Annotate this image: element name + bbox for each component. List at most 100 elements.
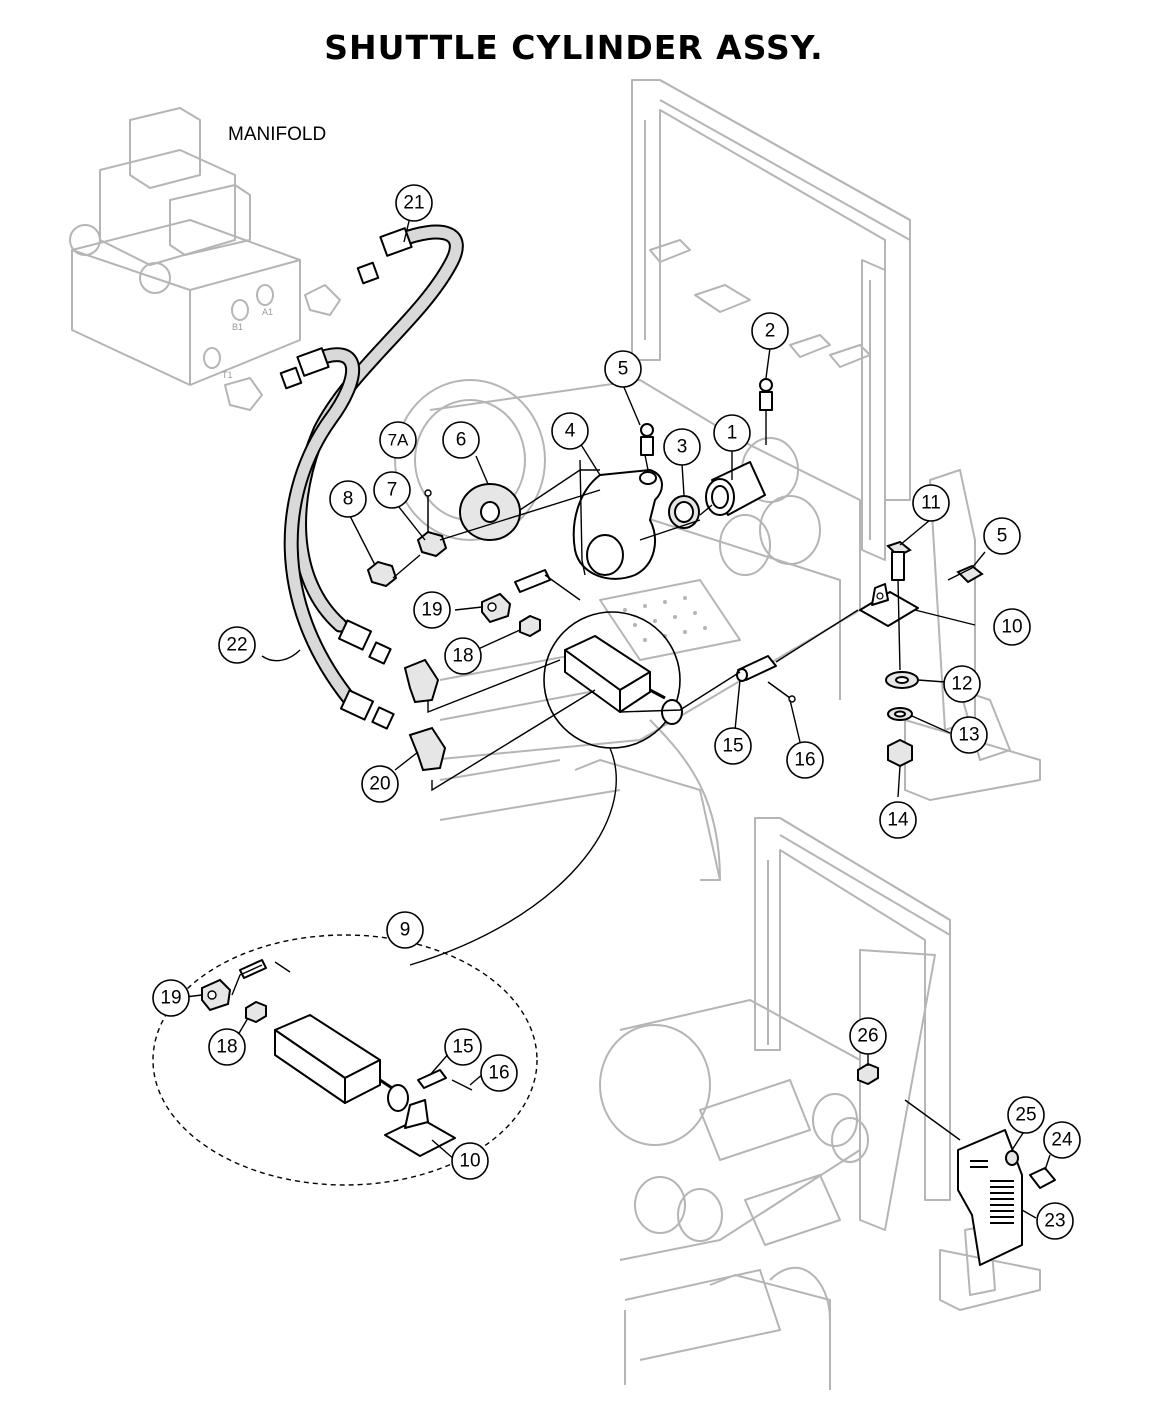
svg-text:21: 21 — [403, 193, 424, 214]
washer-part-6 — [459, 483, 521, 541]
svg-text:5: 5 — [618, 359, 629, 380]
callout-13: 13 — [950, 716, 988, 754]
svg-text:14: 14 — [887, 810, 909, 831]
jam-nut-part-18 — [519, 614, 541, 638]
callout-18-detail: 18 — [208, 1028, 246, 1066]
svg-text:1: 1 — [727, 423, 738, 444]
cotter-pin-part-16 — [767, 681, 796, 703]
svg-text:24: 24 — [1051, 1130, 1073, 1151]
svg-text:11: 11 — [921, 493, 941, 514]
callout-12: 12 — [943, 665, 981, 703]
diagram-title: SHUTTLE CYLINDER ASSY. — [324, 28, 824, 67]
svg-text:15: 15 — [452, 1037, 473, 1058]
callout-24: 24 — [1043, 1121, 1081, 1159]
bushing-part-1 — [705, 461, 766, 516]
svg-text:18: 18 — [452, 646, 473, 667]
hose-22 — [279, 347, 395, 730]
machine-frame-lower — [599, 817, 1041, 1390]
guard-part-23 — [957, 1129, 1023, 1266]
svg-text:10: 10 — [459, 1151, 480, 1172]
svg-text:15: 15 — [722, 736, 743, 757]
svg-text:9: 9 — [400, 920, 411, 941]
detail-pin-15 — [417, 1069, 473, 1091]
callout-10-detail: 10 — [451, 1142, 489, 1180]
svg-text:5: 5 — [997, 526, 1008, 547]
crank-arm-part-4 — [572, 469, 663, 580]
svg-text:6: 6 — [456, 430, 467, 451]
svg-text:22: 22 — [226, 635, 247, 656]
callout-16-detail: 16 — [480, 1054, 518, 1092]
callout-11: 11 — [912, 484, 950, 522]
detail-view-parts — [184, 959, 485, 1161]
detail-jam-nut-18 — [245, 1000, 267, 1024]
svg-text:4: 4 — [565, 421, 576, 442]
rod-end-part-19 — [481, 592, 512, 624]
grease-fitting-part-5-right — [956, 564, 984, 584]
svg-text:19: 19 — [160, 988, 181, 1009]
callout-4: 4 — [551, 412, 589, 450]
detail-bracket-10 — [384, 1099, 456, 1157]
shuttle-cylinder — [564, 635, 683, 725]
callout-21: 21 — [395, 184, 433, 222]
callout-19-detail: 19 — [152, 979, 190, 1017]
manifold-block: B1 A1 T1 — [69, 107, 341, 411]
svg-text:8: 8 — [343, 489, 354, 510]
callout-14: 14 — [879, 801, 917, 839]
svg-text:3: 3 — [677, 437, 688, 458]
callout-16-upper: 16 — [786, 741, 824, 779]
callout-20: 20 — [361, 765, 399, 803]
svg-text:7A: 7A — [388, 431, 409, 450]
detail-cylinder — [274, 1014, 409, 1112]
bolt-part-24 — [1029, 1167, 1056, 1189]
elbow-fitting-upper — [403, 658, 440, 704]
washer-part-25 — [1005, 1150, 1019, 1166]
nut-part-8 — [366, 560, 398, 588]
detail-pin-upper — [239, 959, 291, 979]
callout-5-right: 5 — [983, 517, 1021, 555]
svg-text:16: 16 — [794, 750, 815, 771]
assembly-lines — [261, 216, 986, 966]
callout-19-upper: 19 — [413, 591, 451, 629]
mount-bracket-part-10 — [859, 583, 919, 627]
machine-frame-upper — [394, 79, 1041, 881]
grease-fitting-part-5 — [640, 423, 654, 456]
detail-circle — [543, 611, 681, 749]
svg-text:26: 26 — [857, 1026, 878, 1047]
callout-7: 7 — [373, 471, 411, 509]
callout-3: 3 — [663, 428, 701, 466]
detail-rod-end-19 — [201, 978, 232, 1012]
callout-7a: 7A — [379, 421, 417, 459]
callout-8: 8 — [329, 480, 367, 518]
svg-text:7: 7 — [387, 480, 398, 501]
callout-2: 2 — [751, 312, 789, 350]
svg-text:2: 2 — [765, 321, 776, 342]
callout-9: 9 — [386, 911, 424, 949]
callout-6: 6 — [442, 421, 480, 459]
svg-text:16: 16 — [488, 1063, 509, 1084]
svg-text:12: 12 — [951, 674, 972, 695]
svg-text:23: 23 — [1044, 1211, 1065, 1232]
nut-part-14 — [887, 738, 913, 768]
svg-text:19: 19 — [421, 600, 442, 621]
svg-text:18: 18 — [216, 1037, 237, 1058]
port-t1-label: T1 — [222, 370, 233, 380]
callout-26: 26 — [849, 1017, 887, 1055]
svg-text:13: 13 — [958, 725, 979, 746]
svg-text:10: 10 — [1001, 617, 1022, 638]
grease-fitting-part-2 — [759, 378, 773, 411]
detail-view-outline — [152, 934, 538, 1186]
port-b1-label: B1 — [232, 322, 243, 332]
port-a1-label: A1 — [262, 307, 273, 317]
elbow-fitting-lower — [408, 726, 447, 772]
callout-15-upper: 15 — [714, 727, 752, 765]
bolt-part-11 — [886, 540, 912, 581]
clevis-pin-part-15 — [736, 655, 777, 682]
callout-22: 22 — [218, 626, 256, 664]
callout-15-detail: 15 — [444, 1028, 482, 1066]
washer-part-3 — [668, 495, 700, 529]
callout-25: 25 — [1007, 1096, 1045, 1134]
svg-text:20: 20 — [369, 774, 390, 795]
lock-washer-part-13 — [887, 707, 913, 721]
arm-clevis-pin — [514, 569, 551, 593]
